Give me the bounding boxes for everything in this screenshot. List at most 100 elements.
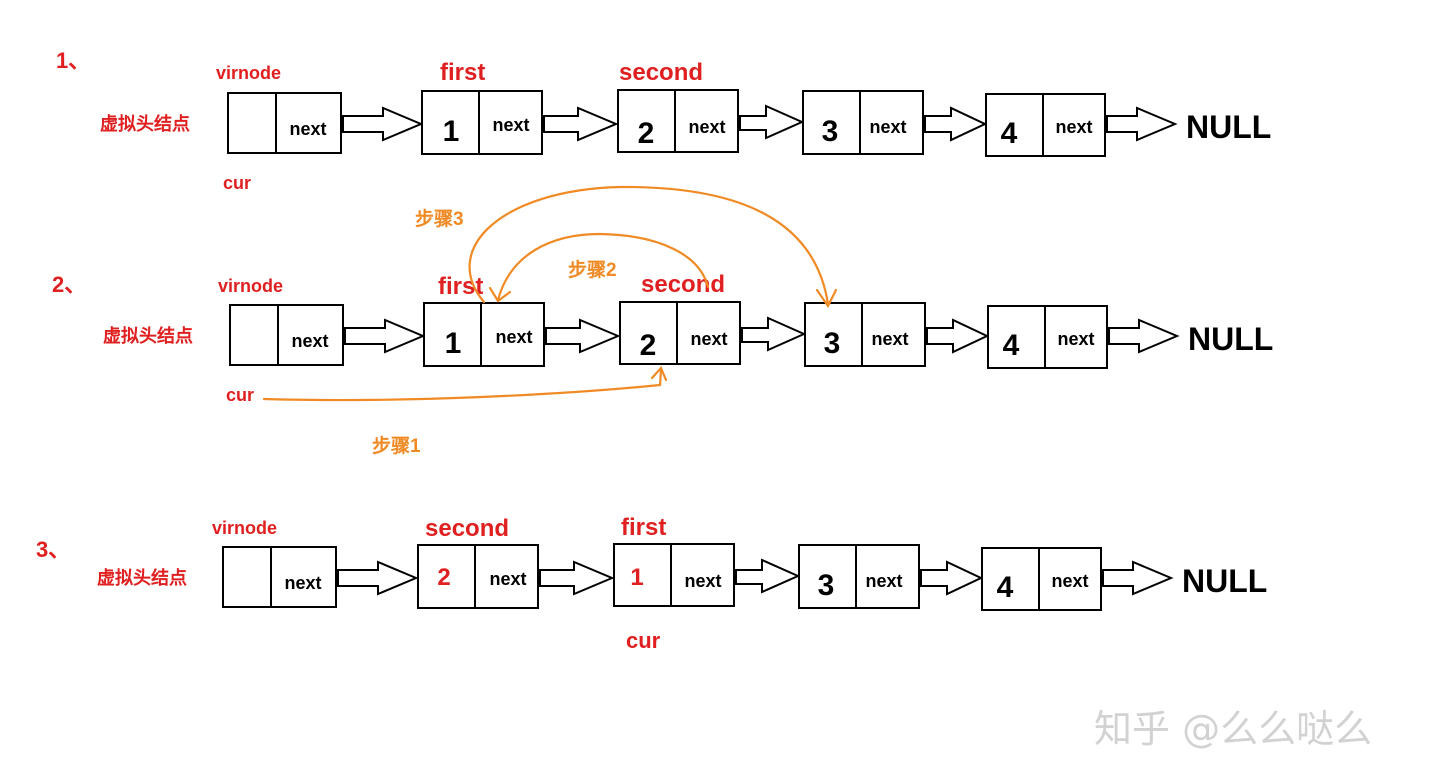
row-2-null-label: NULL xyxy=(1188,321,1273,357)
row-1-node-1-value: 1 xyxy=(443,115,460,148)
row-3-node-2-value: 2 xyxy=(437,564,450,591)
row-1-node-3-next-text: next xyxy=(869,117,906,137)
row-2-node-4-next-text: next xyxy=(1057,329,1094,349)
row-3-node-4-next-text: next xyxy=(1051,571,1088,591)
row-3-second-label: second xyxy=(425,515,509,542)
step-3-curve xyxy=(468,185,830,306)
row-3-arrow-4 xyxy=(920,560,984,596)
row-1-virnode-label: virnode xyxy=(216,63,281,83)
row-1-second-label: second xyxy=(619,59,703,86)
row-1-node-head-value-cell xyxy=(227,92,277,154)
row-3-node-head: next xyxy=(222,546,337,608)
row-3-arrow-2 xyxy=(539,560,615,596)
row-2-node-2-next-cell xyxy=(676,301,741,365)
row-3-node-4: 4 next xyxy=(981,547,1102,611)
row-2-node-3-next-cell xyxy=(861,302,926,367)
step-1-label: 步骤1 xyxy=(372,435,421,457)
row-1-node-1-value-cell xyxy=(421,90,480,155)
row-3-node-4-value: 4 xyxy=(997,571,1014,604)
row-1-head-caption: 虚拟头结点 xyxy=(100,113,190,134)
row-2-node-3-value: 3 xyxy=(824,327,841,360)
row-2-virnode-label: virnode xyxy=(218,276,283,296)
row-3-node-3-next-cell xyxy=(855,544,920,609)
row-1-arrow-2 xyxy=(543,106,619,142)
row-2-arrow-2 xyxy=(545,318,621,354)
row-2-node-4: 4 next xyxy=(987,305,1108,369)
row-3-head-caption: 虚拟头结点 xyxy=(97,567,187,588)
row-3: 3、 virnode 虚拟头结点 next second 2 next firs… xyxy=(36,514,1267,653)
row-3-arrow-1 xyxy=(337,560,419,596)
row-2-node-4-next-cell xyxy=(1044,305,1108,369)
row-1-first-label: first xyxy=(440,59,485,86)
row-1-node-2-next-cell xyxy=(674,89,739,153)
row-1-node-3-next-cell xyxy=(859,90,924,155)
row-2-arrow-3 xyxy=(741,316,807,352)
row-2-second-label: second xyxy=(641,271,725,298)
row-3-node-1-next-text: next xyxy=(684,571,721,591)
row-3-arrow-3 xyxy=(735,558,801,594)
row-3-node-head-next-cell xyxy=(270,546,337,608)
row-1-step-number: 1、 xyxy=(56,48,90,73)
row-1-node-3-value-cell xyxy=(802,90,861,155)
row-1-cur-label: cur xyxy=(223,173,251,193)
row-3-cur-label: cur xyxy=(626,628,661,653)
zhihu-watermark: 知乎 @么么哒么 xyxy=(1094,707,1372,751)
row-2-first-label: first xyxy=(438,273,483,300)
row-1-node-2-value: 2 xyxy=(638,117,655,150)
row-1-node-4-value: 4 xyxy=(1001,117,1018,150)
row-2-node-head-next-text: next xyxy=(291,331,328,351)
row-2-node-2: 2 next xyxy=(619,301,741,365)
row-3-node-head-value-cell xyxy=(222,546,272,608)
row-2-step-number: 2、 xyxy=(52,272,86,297)
row-1-node-4: 4 next xyxy=(985,93,1106,157)
row-1-node-head: next xyxy=(227,92,342,154)
row-2-node-head-value-cell xyxy=(229,304,279,366)
row-2-cur-label: cur xyxy=(226,385,254,405)
row-1-arrow-1 xyxy=(342,106,424,142)
row-2-arrow-1 xyxy=(344,318,426,354)
step-1-curve xyxy=(262,368,663,402)
row-2-arrow-4 xyxy=(926,318,990,354)
row-3-node-1-value: 1 xyxy=(630,564,643,591)
row-3-node-1: 1 next xyxy=(613,543,735,607)
row-2-node-head: next xyxy=(229,304,344,366)
row-3-node-1-next-cell xyxy=(670,543,735,607)
row-1-node-3-value: 3 xyxy=(822,115,839,148)
step-2-label: 步骤2 xyxy=(568,259,617,281)
row-3-node-2-next-text: next xyxy=(489,569,526,589)
step-2-curve xyxy=(496,232,710,302)
row-2-node-2-value: 2 xyxy=(640,329,657,362)
row-1-node-2-next-text: next xyxy=(688,117,725,137)
step-2-arrowhead xyxy=(488,286,512,303)
row-3-node-4-next-cell xyxy=(1038,547,1102,611)
row-1-arrow-3 xyxy=(739,104,805,140)
row-3-arrow-5 xyxy=(1102,560,1174,596)
row-3-node-3-value-cell xyxy=(798,544,857,609)
row-2-node-3-next-text: next xyxy=(871,329,908,349)
row-3-first-label: first xyxy=(621,514,666,541)
step-3-arrowhead xyxy=(815,288,838,309)
row-1-arrow-4 xyxy=(924,106,988,142)
row-1-node-3: 3 next xyxy=(802,90,924,155)
row-1-node-4-next-text: next xyxy=(1055,117,1092,137)
row-1-node-1-next-cell xyxy=(478,90,543,155)
row-2-node-1: 1 next xyxy=(423,302,545,367)
row-3-null-label: NULL xyxy=(1182,563,1267,599)
row-3-node-head-next-text: next xyxy=(284,573,321,593)
row-3-virnode-label: virnode xyxy=(212,518,277,538)
row-3-node-2-next-cell xyxy=(474,544,539,609)
step-1-arrowhead xyxy=(650,365,668,382)
row-2-node-1-next-cell xyxy=(480,302,545,367)
row-1-node-1: 1 next xyxy=(421,90,543,155)
row-2-node-4-value: 4 xyxy=(1003,329,1020,362)
step-3-label: 步骤3 xyxy=(415,208,464,230)
row-3-node-2: 2 next xyxy=(417,544,539,609)
row-1-node-4-next-cell xyxy=(1042,93,1106,157)
row-2-node-4-value-cell xyxy=(987,305,1046,369)
row-2-arrow-5 xyxy=(1108,318,1180,354)
row-2-node-1-next-text: next xyxy=(495,327,532,347)
row-3-node-3-value: 3 xyxy=(818,569,835,602)
row-1-arrow-5 xyxy=(1106,106,1178,142)
row-2-node-1-value: 1 xyxy=(445,327,462,360)
